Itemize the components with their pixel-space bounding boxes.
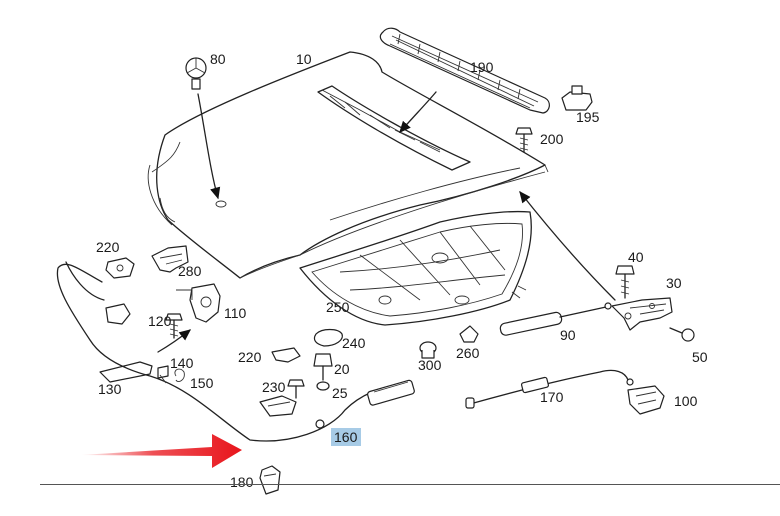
- label-130: 130: [98, 381, 122, 397]
- screw-200: [515, 127, 533, 153]
- clip-180: [259, 465, 281, 495]
- release-cable-160: [56, 261, 415, 442]
- bolt-40: [615, 265, 635, 299]
- latch-left-small: [105, 303, 131, 325]
- leader-lines: [157, 91, 616, 384]
- label-180: 180: [230, 474, 254, 490]
- hood-catch: [627, 385, 665, 415]
- label-90: 90: [560, 327, 576, 343]
- bolt-230: [287, 379, 305, 399]
- label-50: 50: [692, 349, 708, 365]
- red-pointer-arrow-icon: [80, 434, 242, 468]
- label-150: 150: [190, 375, 214, 391]
- label-120: 120: [148, 313, 172, 329]
- highlight-160-box: [331, 428, 361, 446]
- star-emblem-icon: [185, 57, 207, 90]
- bolt-25: [316, 381, 330, 391]
- label-230: 230: [262, 379, 286, 395]
- bumper-20: [313, 353, 333, 381]
- hood-hinge: [611, 297, 673, 331]
- clip-195: [561, 85, 593, 111]
- label-190: 190: [470, 59, 494, 75]
- clip-260: [459, 325, 479, 343]
- bracket-280: [151, 245, 189, 273]
- bolt-50: [669, 327, 695, 342]
- lock-bracket: [259, 395, 297, 417]
- release-cable-170: [465, 369, 634, 409]
- label-160: 160: [334, 429, 358, 445]
- hood-insulation-panel: [299, 210, 532, 326]
- hood-panel: [147, 51, 549, 279]
- label-80: 80: [210, 51, 226, 67]
- bolt-120: [165, 313, 183, 339]
- label-110: 110: [224, 305, 247, 321]
- label-40: 40: [628, 249, 644, 265]
- latch-220: [105, 257, 135, 279]
- label-250: 250: [326, 299, 350, 315]
- label-25: 25: [332, 385, 348, 401]
- label-140: 140: [170, 355, 194, 371]
- label-260: 260: [456, 345, 480, 361]
- label-20: 20: [334, 361, 350, 377]
- label-300: 300: [418, 357, 442, 373]
- label-10: 10: [296, 51, 312, 67]
- hood-lock-110: [176, 283, 221, 323]
- bottom-rule: [40, 484, 780, 485]
- handle-130: [99, 361, 153, 383]
- grommet-300: [419, 341, 437, 359]
- gas-strut: [499, 302, 612, 336]
- label-100: 100: [674, 393, 698, 409]
- label-195: 195: [576, 109, 600, 125]
- label-280: 280: [178, 263, 202, 279]
- pad-240: [313, 328, 343, 347]
- cowl-grille: [379, 27, 550, 114]
- label-240: 240: [342, 335, 366, 351]
- label-170: 170: [540, 389, 564, 405]
- label-220b: 220: [238, 349, 262, 365]
- label-220a: 220: [96, 239, 120, 255]
- part-labels: 10 80 190 195 200 220 280 40 30 250 110 …: [96, 51, 708, 490]
- cable-guide-220: [271, 347, 301, 363]
- label-30: 30: [666, 275, 682, 291]
- label-200: 200: [540, 131, 564, 147]
